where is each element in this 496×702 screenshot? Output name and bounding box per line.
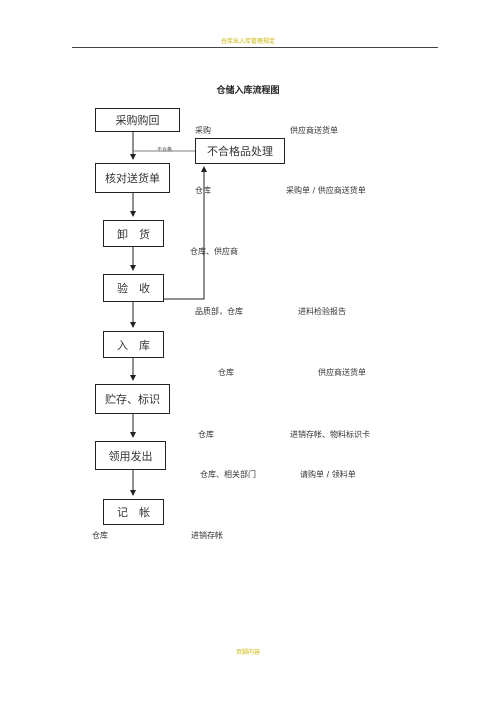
note-issue-doc: 请购单 / 领料单	[300, 470, 356, 479]
box-inspect: 验 收	[103, 274, 164, 302]
box-nonconforming: 不合格品处理	[195, 138, 285, 164]
box-verify: 核对送货单	[95, 163, 170, 193]
box-purchase: 采购购回	[95, 108, 180, 132]
page-header: 仓库出入库管理规定	[220, 38, 275, 45]
note-unload-dept: 仓库、供应商	[190, 247, 238, 256]
note-record-doc: 进销存帐	[191, 531, 223, 540]
diagram-title: 仓储入库流程图	[216, 86, 280, 96]
note-instock-doc: 供应商送货单	[318, 368, 366, 377]
box-issue: 领用发出	[95, 441, 166, 470]
edge-label-nonconforming: 不合格	[157, 147, 173, 153]
note-inspect-doc: 进料检验报告	[298, 307, 346, 316]
note-store-dept: 仓库	[198, 430, 214, 439]
note-verify-doc: 采购单 / 供应商送货单	[286, 186, 366, 195]
box-record: 记 帐	[103, 499, 164, 525]
line-inspect-to-nonconforming	[164, 166, 207, 300]
note-instock-dept: 仓库	[218, 368, 234, 377]
box-store: 贮存、标识	[95, 384, 170, 414]
note-purchase-doc: 供应商送货单	[290, 126, 338, 135]
page-footer: 页脚内容	[235, 649, 260, 656]
note-inspect-dept: 品质部，仓库	[195, 307, 243, 316]
note-record-dept: 仓库	[92, 531, 108, 540]
note-purchase-dept: 采购	[195, 126, 211, 135]
box-instock: 入 库	[103, 331, 164, 358]
box-unload: 卸 货	[103, 220, 164, 247]
header-divider	[72, 47, 438, 48]
note-store-doc: 进销存帐、物料标识卡	[290, 430, 370, 439]
note-issue-dept: 仓库、相关部门	[200, 470, 256, 479]
note-verify-dept: 仓库	[195, 186, 211, 195]
